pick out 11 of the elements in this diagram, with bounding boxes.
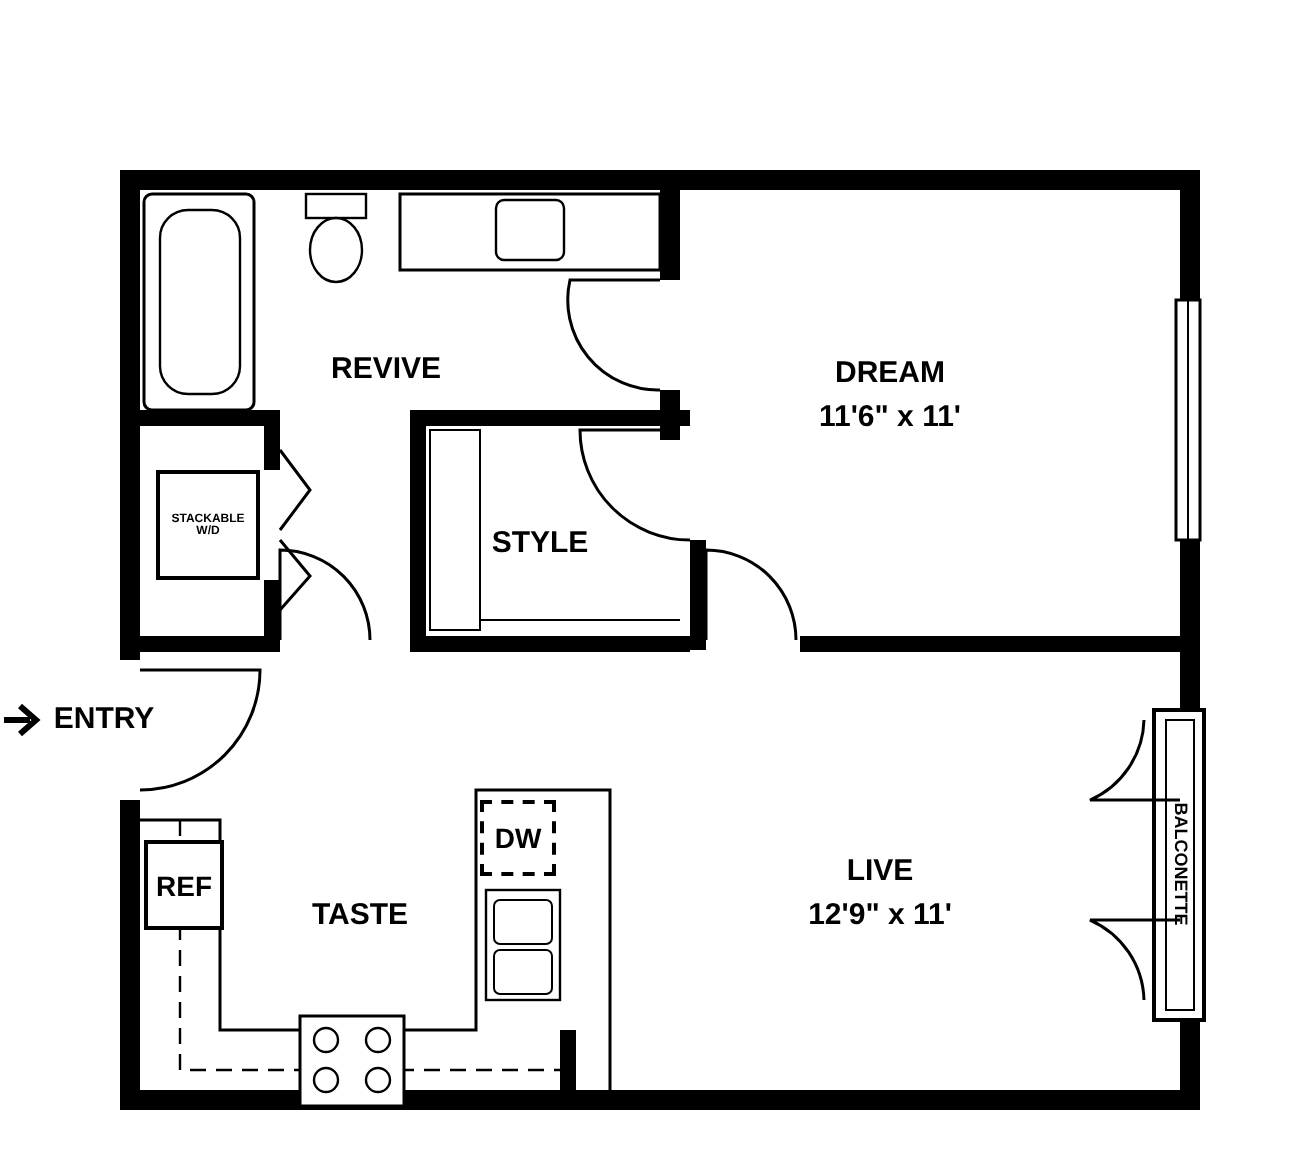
entry-label: ENTRY bbox=[53, 702, 155, 738]
room-label: REVIVE bbox=[330, 352, 442, 388]
dishwasher-box: DW bbox=[480, 800, 556, 876]
room-label: TASTE bbox=[311, 898, 409, 934]
room-label: STYLE bbox=[491, 526, 589, 562]
room-dimension: 12'9" x 11' bbox=[808, 898, 952, 934]
balconette-label: BALCONETTE bbox=[1169, 802, 1191, 926]
room-label: DREAM bbox=[835, 356, 945, 392]
room-label: LIVE bbox=[846, 854, 914, 890]
refrigerator-box: REF bbox=[144, 840, 224, 930]
room-dimension: 11'6" x 11' bbox=[819, 400, 961, 436]
